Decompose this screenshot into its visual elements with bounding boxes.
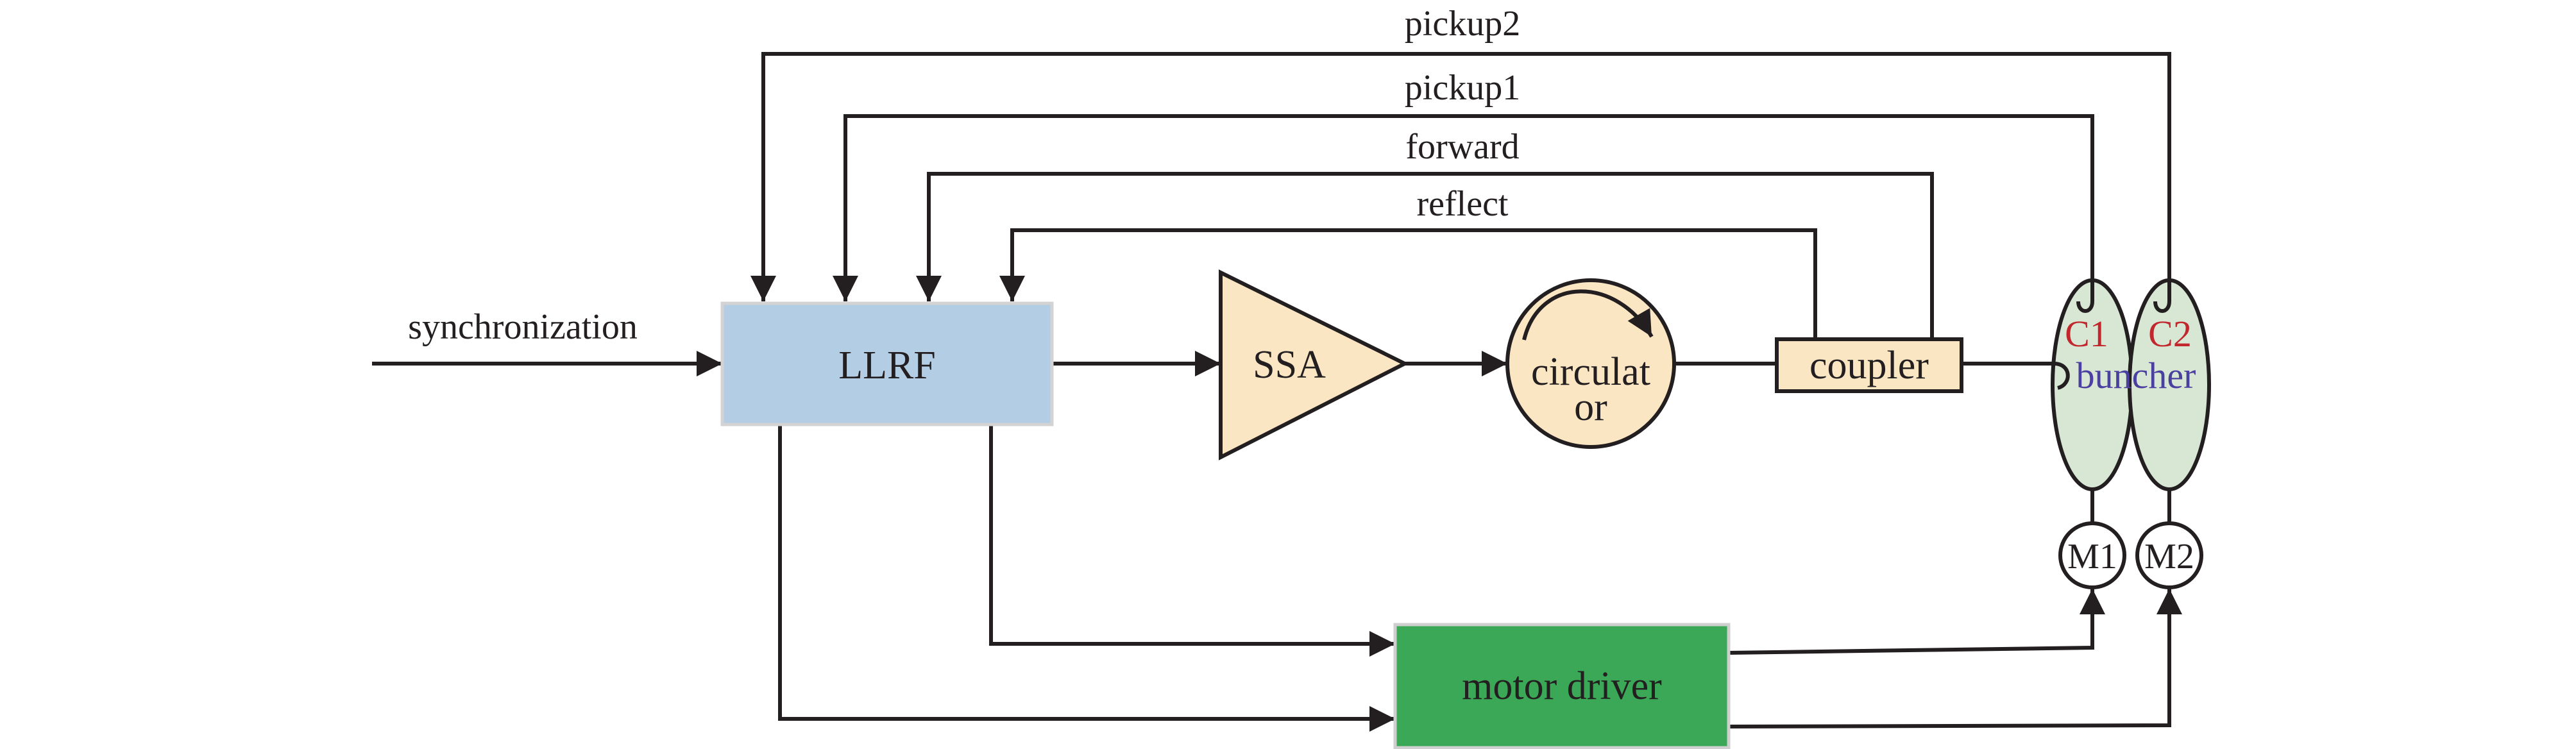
circulator-label-line2: or: [1574, 385, 1607, 429]
c1-pickup-hook: [2076, 282, 2094, 313]
synchronization-label: synchronization: [408, 307, 638, 347]
pickup2-line: [750, 52, 2171, 301]
c1-label: C1: [2065, 313, 2108, 355]
m1-label: M1: [2067, 537, 2117, 576]
llrf-label: LLRF: [838, 344, 936, 387]
pickup2-label: pickup2: [1405, 4, 1520, 44]
motor-driver-to-m1: [1728, 589, 2105, 655]
cavity-c2: [2128, 278, 2211, 491]
ssa-label: SSA: [1253, 343, 1326, 387]
reflect-label: reflect: [1417, 184, 1509, 224]
buncher-label: buncher: [2076, 355, 2196, 396]
motor-driver-to-m2: [1728, 589, 2182, 728]
circulator-arrow-icon: [1522, 289, 1654, 341]
motor-m1: M1: [2058, 521, 2126, 589]
pickup1-line: [833, 114, 2094, 301]
forward-label: forward: [1405, 127, 1519, 167]
reflect-line: [999, 228, 1817, 346]
llrf-to-motor-driver-lower: [778, 425, 1395, 732]
llrf-to-motor-driver-upper: [989, 425, 1395, 657]
pickup1-label: pickup1: [1405, 68, 1520, 108]
motor-driver-label: motor driver: [1462, 664, 1662, 708]
c2-pickup-hook: [2153, 282, 2171, 313]
motor-driver-block: motor driver: [1393, 623, 1731, 749]
c2-label: C2: [2148, 313, 2192, 355]
motor-m2: M2: [2135, 521, 2203, 589]
llrf-block: LLRF: [720, 301, 1054, 426]
forward-line: [916, 172, 1934, 346]
coupler-block: coupler: [1775, 337, 1963, 393]
m2-label: M2: [2144, 537, 2194, 576]
ssa-amplifier: SSA: [1219, 269, 1409, 460]
circulator: circulat or: [1505, 278, 1676, 449]
c1-coupler-loop: [2053, 362, 2070, 390]
coupler-label: coupler: [1809, 344, 1929, 387]
circulator-label-line1: circulat: [1531, 350, 1650, 394]
